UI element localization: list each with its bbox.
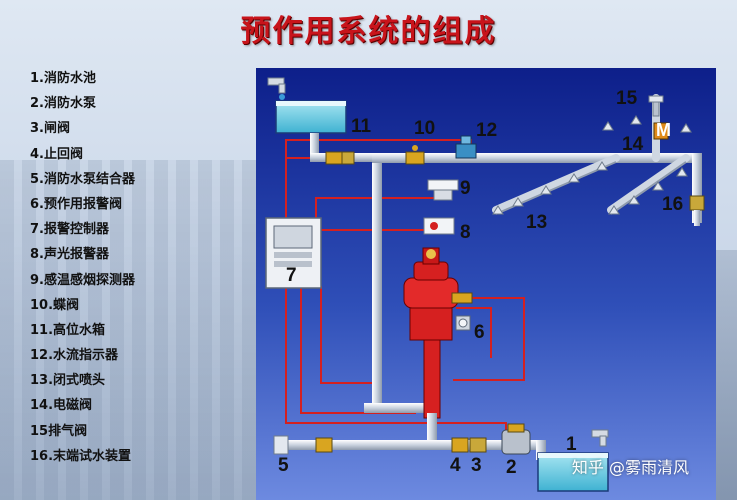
label-10: 10: [414, 118, 435, 139]
legend-item: 14.电磁阀: [30, 398, 93, 414]
riser-pipe: [372, 153, 382, 408]
label-1: 1: [566, 434, 577, 455]
audio-visual-alarm: [423, 217, 455, 235]
exhaust-valve: [648, 95, 664, 117]
water-flow-indicator: [455, 135, 477, 159]
legend-item: 12.水流指示器: [30, 348, 119, 364]
background-building: [0, 160, 260, 500]
label-11: 11: [351, 116, 372, 137]
label-16: 16: [662, 194, 683, 215]
legend-item: 15排气阀: [30, 423, 88, 439]
label-3: 3: [471, 455, 482, 476]
pumper-connection: [273, 435, 333, 455]
system-diagram: 11 10 12 15 14 M 9 13 16 8 7 6 1 2 3 4 5: [256, 68, 716, 500]
bottom-main-pipe: [286, 440, 546, 450]
fire-water-pool: [537, 429, 609, 492]
legend-item: 10.蝶阀: [30, 297, 80, 313]
alarm-controller: [265, 217, 322, 289]
component-legend: 1.消防水池 2.消防水泵 3.闸阀 4.止回阀 5.消防水泵结合器 6.预作用…: [30, 66, 135, 469]
label-8: 8: [460, 222, 471, 243]
legend-item: 9.感温感烟探测器: [30, 272, 135, 288]
watermark: 知乎 @雾雨清风: [571, 458, 689, 477]
label-12: 12: [476, 120, 497, 141]
label-7: 7: [286, 265, 297, 286]
end-test-device: [689, 195, 705, 226]
legend-item: 3.闸阀: [30, 121, 70, 137]
legend-item: 7.报警控制器: [30, 222, 109, 238]
label-5: 5: [278, 455, 289, 476]
pre-action-alarm-valve: [403, 247, 473, 419]
legend-item: 4.止回阀: [30, 146, 83, 162]
legend-item: 8.声光报警器: [30, 247, 109, 263]
check-valve: [451, 437, 469, 453]
closed-sprinkler-heads: [492, 115, 692, 215]
label-4: 4: [450, 455, 461, 476]
heat-smoke-detector: [427, 179, 459, 201]
legend-item: 1.消防水池: [30, 71, 96, 86]
gate-valve: [469, 437, 487, 453]
label-14: 14: [622, 134, 644, 155]
legend-item: 16.末端试水装置: [30, 448, 132, 464]
legend-item: 13.闭式喷头: [30, 373, 106, 389]
fire-pump: [501, 423, 531, 455]
system-diagram-panel: 11 10 12 15 14 M 9 13 16 8 7 6 1 2 3 4 5: [256, 68, 716, 500]
top-gate-valve: [325, 151, 355, 165]
solenoid-valve: [653, 122, 669, 140]
legend-item: 11.高位水箱: [30, 322, 106, 338]
butterfly-valve: [405, 145, 425, 165]
top-main-pipe: [372, 153, 702, 163]
label-15: 15: [616, 88, 638, 109]
legend-item: 6.预作用报警阀: [30, 196, 122, 212]
label-6: 6: [474, 322, 485, 343]
label-9: 9: [460, 178, 471, 199]
page-title: 预作用系统的组成: [240, 14, 497, 49]
high-level-water-tank: [267, 77, 347, 134]
legend-item: 2.消防水泵: [30, 96, 96, 112]
label-13: 13: [526, 212, 547, 233]
legend-item: 5.消防水泵结合器: [30, 171, 135, 187]
label-2: 2: [506, 457, 517, 478]
label-m: M: [656, 120, 671, 140]
